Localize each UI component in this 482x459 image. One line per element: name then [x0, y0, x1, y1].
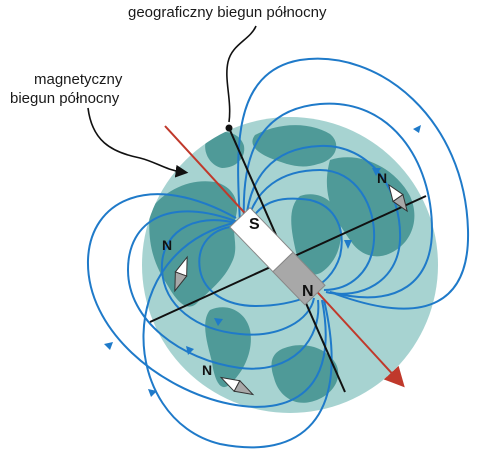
- compass-bottom-left-label: N: [202, 362, 212, 378]
- bar-magnet: [229, 206, 326, 306]
- field-arrow: [104, 342, 113, 350]
- field-line-outer-bottom: [142, 221, 333, 449]
- field-arrow: [186, 346, 194, 355]
- field-line-outer-left: [86, 193, 327, 408]
- field-line-inner-right: [249, 197, 343, 285]
- magnetic-north-pole-label-line1: magnetyczny: [34, 71, 123, 88]
- magnet-south-label: S: [249, 216, 260, 233]
- compass-left-label: N: [162, 237, 172, 253]
- field-line-outer-right: [237, 57, 470, 310]
- field-line-outer-right-2: [242, 102, 434, 299]
- field-arrow: [372, 168, 381, 176]
- field-line-inner-left: [198, 225, 311, 308]
- magnetic-north-pole-label-line2: biegun północny: [10, 90, 120, 107]
- magnetic-pole-leader: [87, 107, 189, 178]
- field-line-mid-right-2: [247, 168, 376, 291]
- geographic-north-pole-label: geograficzny biegun północny: [128, 4, 327, 21]
- field-arrow: [214, 318, 223, 326]
- continent-africa: [291, 194, 342, 275]
- magnet-north-half: [272, 251, 326, 306]
- field-arrow: [148, 389, 157, 397]
- compass-bottom-left: [219, 376, 255, 396]
- field-arrow: [344, 240, 352, 249]
- field-line-mid-left-1: [126, 210, 320, 370]
- continent-europe: [252, 125, 337, 167]
- compass-top-right: [388, 183, 408, 213]
- field-line-arrows: [104, 125, 421, 397]
- compass-top-right-label: N: [377, 170, 387, 186]
- field-lines: [86, 57, 470, 449]
- field-arrow: [413, 125, 421, 133]
- geographic-north-pole-dot: [225, 124, 233, 132]
- compass-left: [174, 255, 188, 293]
- field-line-mid-left-2: [160, 219, 315, 336]
- geographic-pole-leader: [226, 25, 257, 123]
- magnet-north-label: N: [302, 283, 314, 300]
